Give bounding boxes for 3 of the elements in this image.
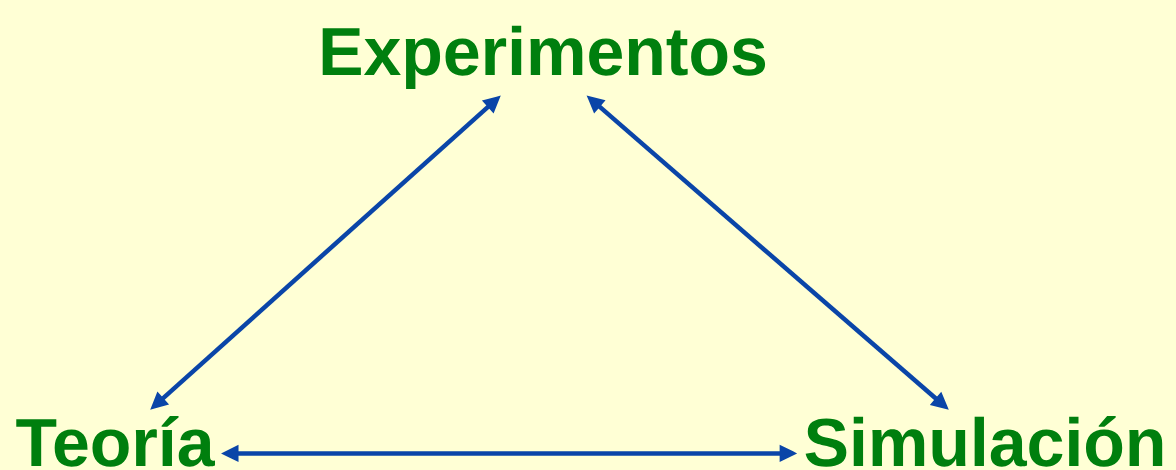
node-label: Experimentos	[322, 25, 766, 90]
node-label: Simulación	[805, 416, 1163, 467]
node-label: Teoría	[16, 416, 215, 467]
